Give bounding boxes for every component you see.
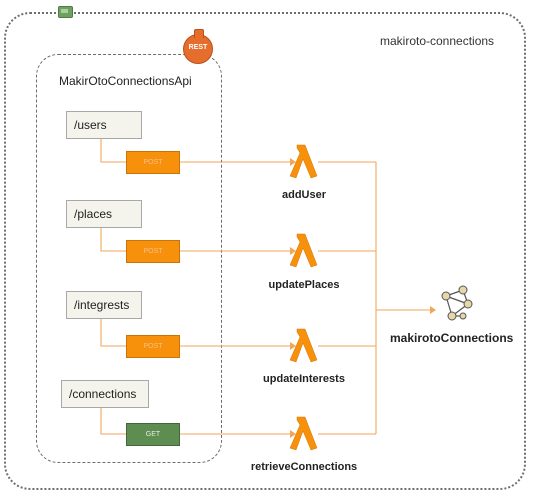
connector-users-post <box>100 139 126 163</box>
resource-connections: /connections <box>61 380 149 408</box>
connector-places-post <box>100 228 126 252</box>
api-boundary <box>36 54 222 463</box>
connector-integrests-post <box>100 319 126 347</box>
resource-integrests: /integrests <box>66 291 142 319</box>
resource-users: /users <box>66 111 142 139</box>
connector-connections-get <box>100 408 126 435</box>
stack-boundary <box>4 12 526 490</box>
function-adduser: addUser <box>281 189 327 201</box>
stack-icon <box>58 6 73 18</box>
lambda-icon-updateinterests <box>289 328 318 363</box>
api-name: MakirOtoConnectionsApi <box>59 74 192 88</box>
lambda-icon-retrieveconnections <box>289 416 318 451</box>
method-post-integrests: POST <box>126 335 180 358</box>
function-updateplaces: updatePlaces <box>268 279 340 291</box>
lambda-icon-updateplaces <box>289 233 318 268</box>
function-updateinterests: updateInterests <box>263 373 345 385</box>
graph-database-icon <box>441 285 473 321</box>
lambda-icon-adduser <box>289 144 318 179</box>
stack-name: makiroto-connections <box>380 34 495 48</box>
resource-places: /places <box>66 200 142 228</box>
rest-badge-label: REST <box>188 44 208 51</box>
rest-api-icon: REST <box>183 29 213 64</box>
method-get-connections: GET <box>126 423 180 446</box>
method-post-places: POST <box>126 240 180 263</box>
table-name: makirotoConnections <box>390 331 514 345</box>
function-retrieveconnections: retrieveConnections <box>250 461 358 473</box>
method-post-users: POST <box>126 151 180 174</box>
